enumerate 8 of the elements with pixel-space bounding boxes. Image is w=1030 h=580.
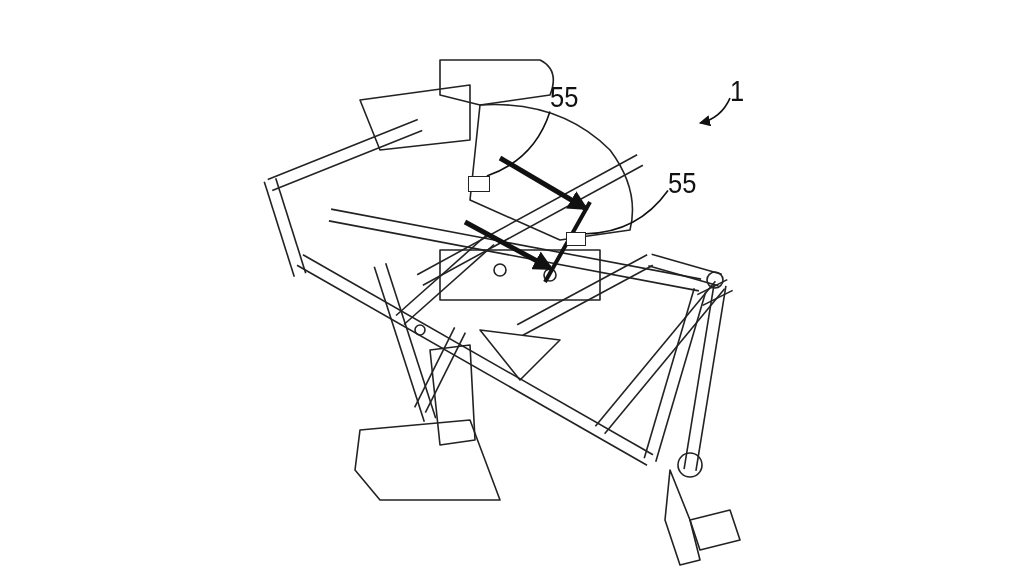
part-outline [468,176,490,192]
part-outline [566,232,586,246]
leader-line [585,189,669,235]
leader-line [486,110,551,177]
arrow [698,97,731,126]
callout-number: 55 [668,168,697,198]
callout-number: 55 [550,82,579,112]
callout-number: 1 [730,76,745,106]
